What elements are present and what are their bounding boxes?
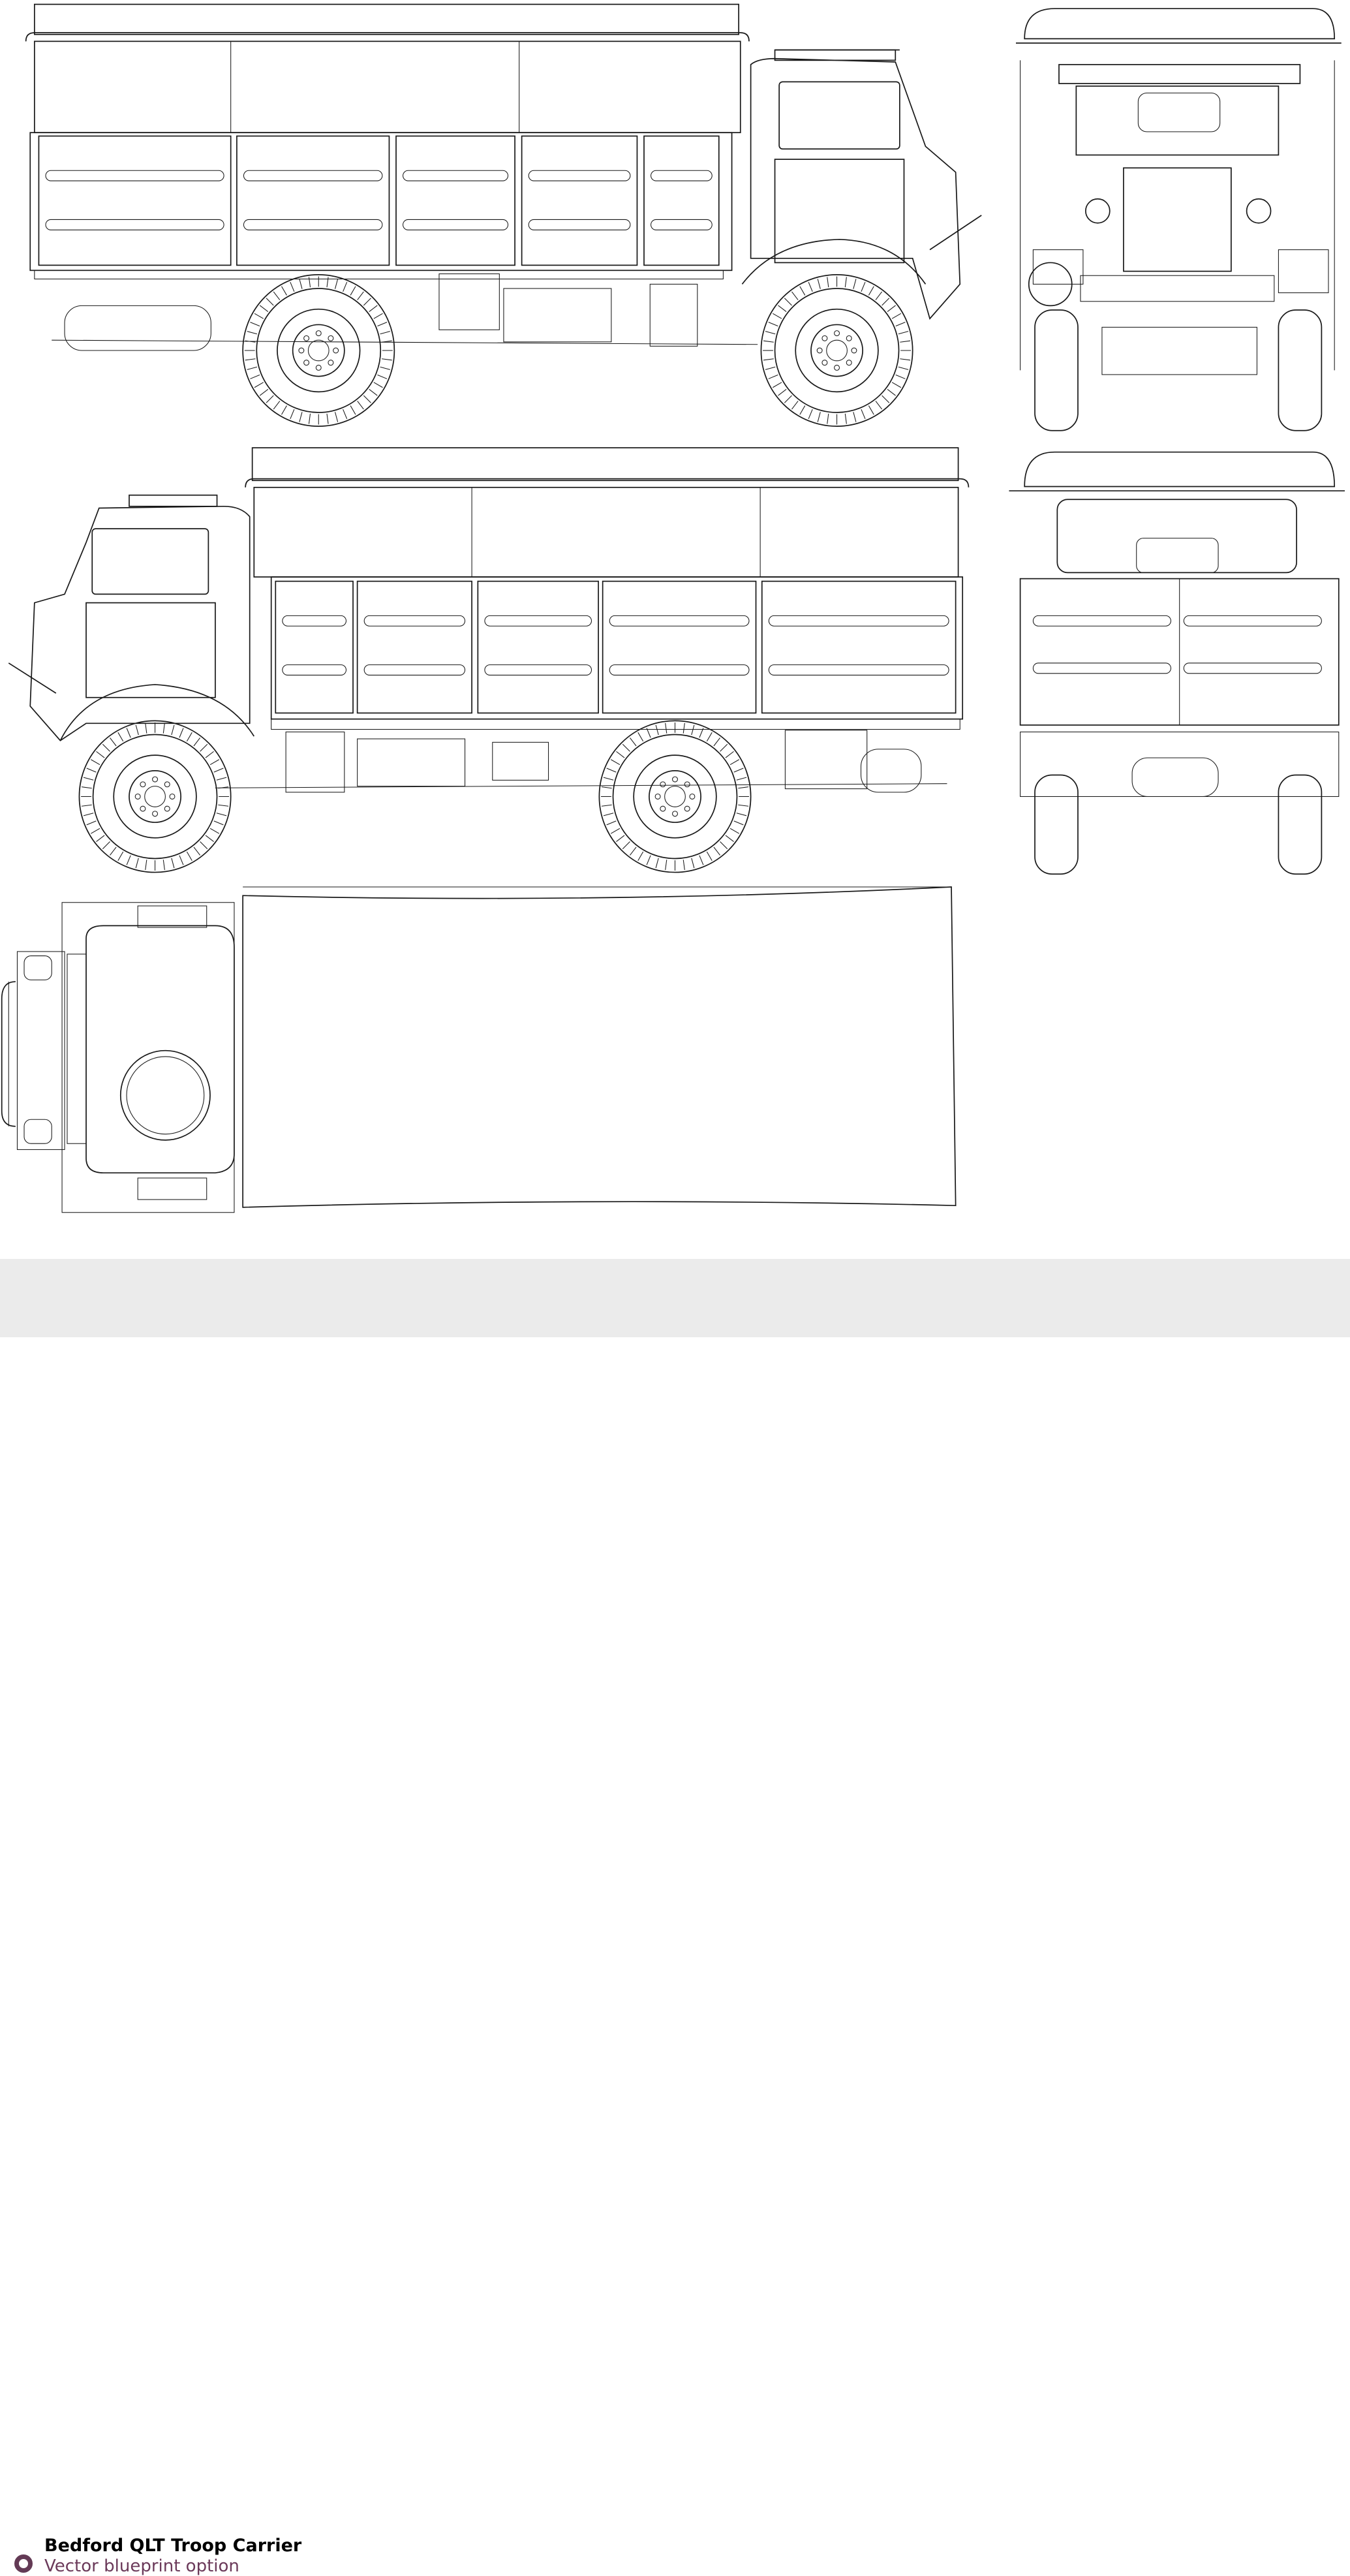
wheel xyxy=(760,274,913,427)
wheel xyxy=(598,720,752,873)
caption-bar: Bedford QLT Troop Carrier Vector bluepri… xyxy=(0,1259,1350,2576)
wheel xyxy=(242,274,395,427)
side-view-left xyxy=(25,3,982,427)
caption-title: Bedford QLT Troop Carrier xyxy=(44,2536,302,2556)
front-view xyxy=(1015,8,1342,431)
side-view-right xyxy=(8,447,970,873)
ring-icon xyxy=(14,2554,33,2573)
wheel xyxy=(78,720,232,873)
rear-view xyxy=(1009,451,1345,875)
caption-subtitle: Vector blueprint option xyxy=(44,2556,239,2576)
top-view xyxy=(1,886,957,1213)
blueprint-drawing xyxy=(1,3,1345,1213)
